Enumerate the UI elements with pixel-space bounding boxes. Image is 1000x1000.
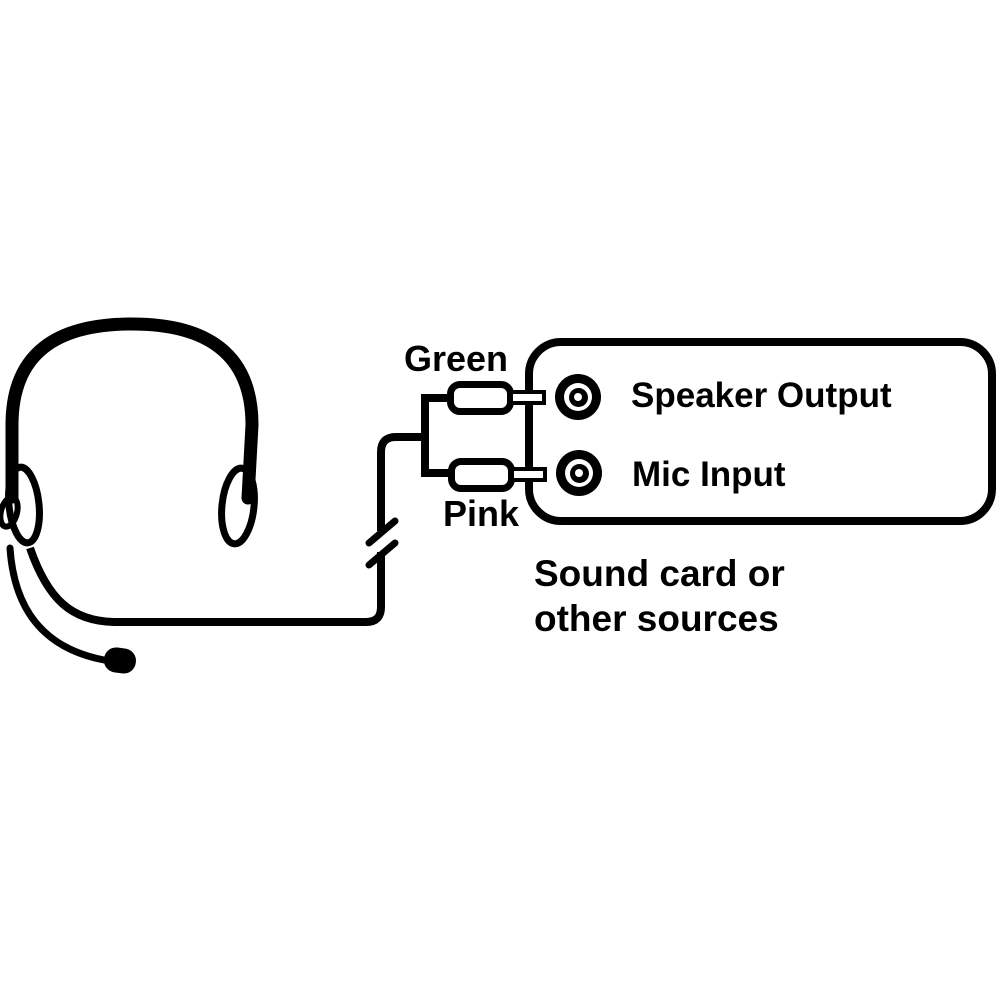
plug-branch-wire (421, 394, 450, 477)
mic-capsule-icon (103, 647, 136, 674)
headset-band-tip-loop (0, 494, 21, 530)
cable-lower-segment (26, 546, 385, 626)
pink-plug-icon (448, 458, 515, 492)
mic-jack-hole (575, 469, 583, 477)
mic-jack-inner (569, 463, 589, 483)
speaker-output-label: Speaker Output (631, 376, 892, 415)
cable-break-icon (365, 517, 399, 569)
green-plug-icon (447, 381, 514, 415)
caption-line-1: Sound card or (534, 553, 785, 594)
caption-line-2: other sources (534, 598, 779, 639)
mic-input-label: Mic Input (632, 455, 786, 494)
mic-jack-ring (565, 459, 593, 487)
soundcard-caption: Sound card or other sources (534, 551, 785, 641)
speaker-jack-ring (564, 383, 592, 411)
green-plug-label: Green (404, 338, 509, 379)
mic-jack-icon (556, 450, 602, 496)
mic-boom (6, 544, 108, 664)
headset-headband (5, 317, 259, 505)
pink-plug-label: Pink (443, 493, 520, 534)
green-plug-pin (509, 390, 546, 405)
cable-upper-segment (377, 433, 427, 531)
speaker-jack-hole (574, 393, 582, 401)
pink-plug-pin (510, 467, 547, 482)
speaker-jack-inner (568, 387, 588, 407)
soundcard-box (525, 338, 996, 525)
speaker-jack-icon (555, 374, 601, 420)
headset-right-earcup (218, 464, 258, 548)
headset-left-earcup (5, 463, 43, 547)
